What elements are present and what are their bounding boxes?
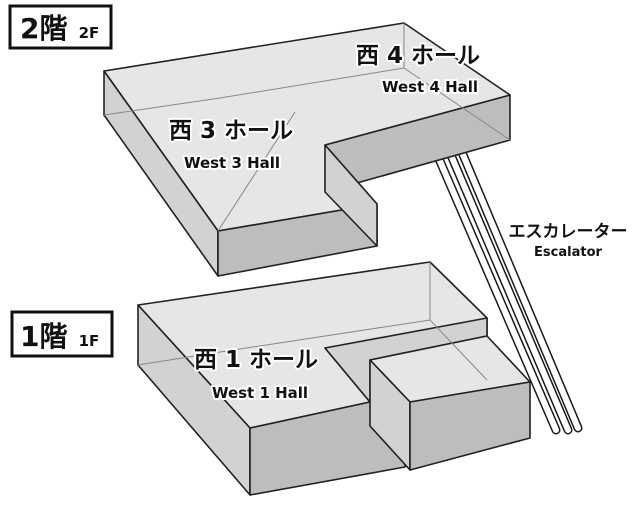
hall-label-west-4: 西 4 ホール West 4 Hall bbox=[354, 41, 482, 98]
floor-1f-hidden-edge bbox=[137, 319, 488, 381]
floor-label-1f-sub: 1F bbox=[79, 332, 100, 350]
floor-label-2f-sub: 2F bbox=[79, 24, 100, 42]
hall-name-en: West 1 Hall bbox=[212, 384, 308, 402]
escalator-label-en: Escalator bbox=[534, 245, 602, 260]
svg-text:2階 2F: 2階 2F bbox=[20, 12, 99, 45]
floor-label-2f-text: 2階 bbox=[20, 12, 67, 45]
floor-1f-block bbox=[137, 261, 531, 496]
floor-2f-right-face bbox=[324, 144, 378, 247]
hall-name-jp: 西 4 ホール bbox=[356, 43, 480, 69]
hall-name-en: West 3 Hall bbox=[184, 154, 280, 172]
floor-2f-block bbox=[103, 22, 511, 277]
hall-label-west-1: 西 1 ホール West 1 Hall bbox=[192, 345, 320, 404]
svg-text:1階 1F: 1階 1F bbox=[20, 320, 99, 353]
floor-label-1f-box bbox=[10, 310, 114, 358]
floor-label-1f: 1階 1F bbox=[10, 310, 114, 358]
hall-name-jp: 西 3 ホール bbox=[169, 118, 293, 144]
floor-label-2f-box bbox=[8, 4, 113, 50]
floor-label-2f: 2階 2F bbox=[8, 4, 113, 50]
floor-1f-small-front bbox=[409, 381, 531, 471]
floor-label-1f-text: 1階 bbox=[20, 320, 67, 353]
escalator-label-jp: エスカレーター bbox=[509, 222, 628, 242]
escalator-label: エスカレーター Escalator bbox=[507, 220, 630, 262]
hall-label-west-3: 西 3 ホール West 3 Hall bbox=[167, 116, 295, 174]
escalator-icon bbox=[425, 126, 583, 435]
floor-2f-hidden-edge-3 bbox=[217, 111, 296, 232]
hall-name-jp: 西 1 ホール bbox=[194, 347, 318, 373]
hall-name-en: West 4 Hall bbox=[382, 78, 478, 96]
floor-2f-hidden-edge bbox=[103, 67, 511, 141]
